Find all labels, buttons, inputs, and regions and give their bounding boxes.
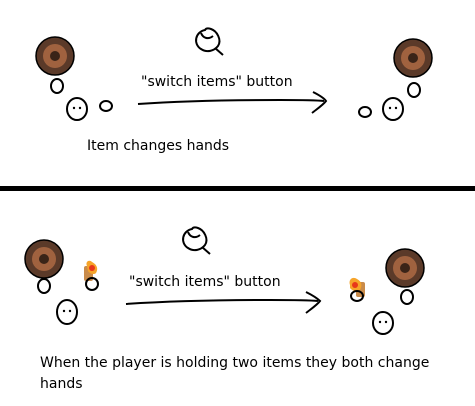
top-right-player xyxy=(358,38,433,121)
bottom-left-body xyxy=(56,299,78,325)
top-right-right-hand xyxy=(358,106,372,118)
top-right-head xyxy=(393,38,433,78)
top-left-player xyxy=(35,36,113,121)
bottom-switch-arrow xyxy=(125,291,322,314)
top-caption: Item changes hands xyxy=(87,138,230,154)
panel-divider xyxy=(0,186,475,191)
bottom-left-head xyxy=(24,239,64,279)
bottom-right-left-hand xyxy=(400,289,414,305)
top-left-head xyxy=(35,36,75,76)
top-right-body xyxy=(382,97,404,121)
top-left-left-hand xyxy=(50,78,64,94)
bottom-left-player xyxy=(24,239,99,325)
top-right-left-hand xyxy=(407,82,421,98)
top-switch-button-label: "switch items" button xyxy=(141,74,293,90)
bottom-right-head xyxy=(385,248,425,288)
bottom-right-player xyxy=(349,248,425,335)
top-left-right-hand xyxy=(99,100,113,112)
bottom-switch-button-label: "switch items" button xyxy=(129,274,281,290)
bottom-right-right-hand xyxy=(350,290,364,302)
mouse-icon xyxy=(182,226,211,255)
bottom-right-body xyxy=(372,311,394,335)
bottom-left-left-hand xyxy=(37,278,51,294)
top-switch-arrow xyxy=(137,91,328,114)
mouse-icon xyxy=(195,27,224,56)
bottom-left-right-hand xyxy=(85,277,99,291)
bottom-caption: When the player is holding two items the… xyxy=(40,355,430,392)
top-left-body xyxy=(66,97,88,121)
